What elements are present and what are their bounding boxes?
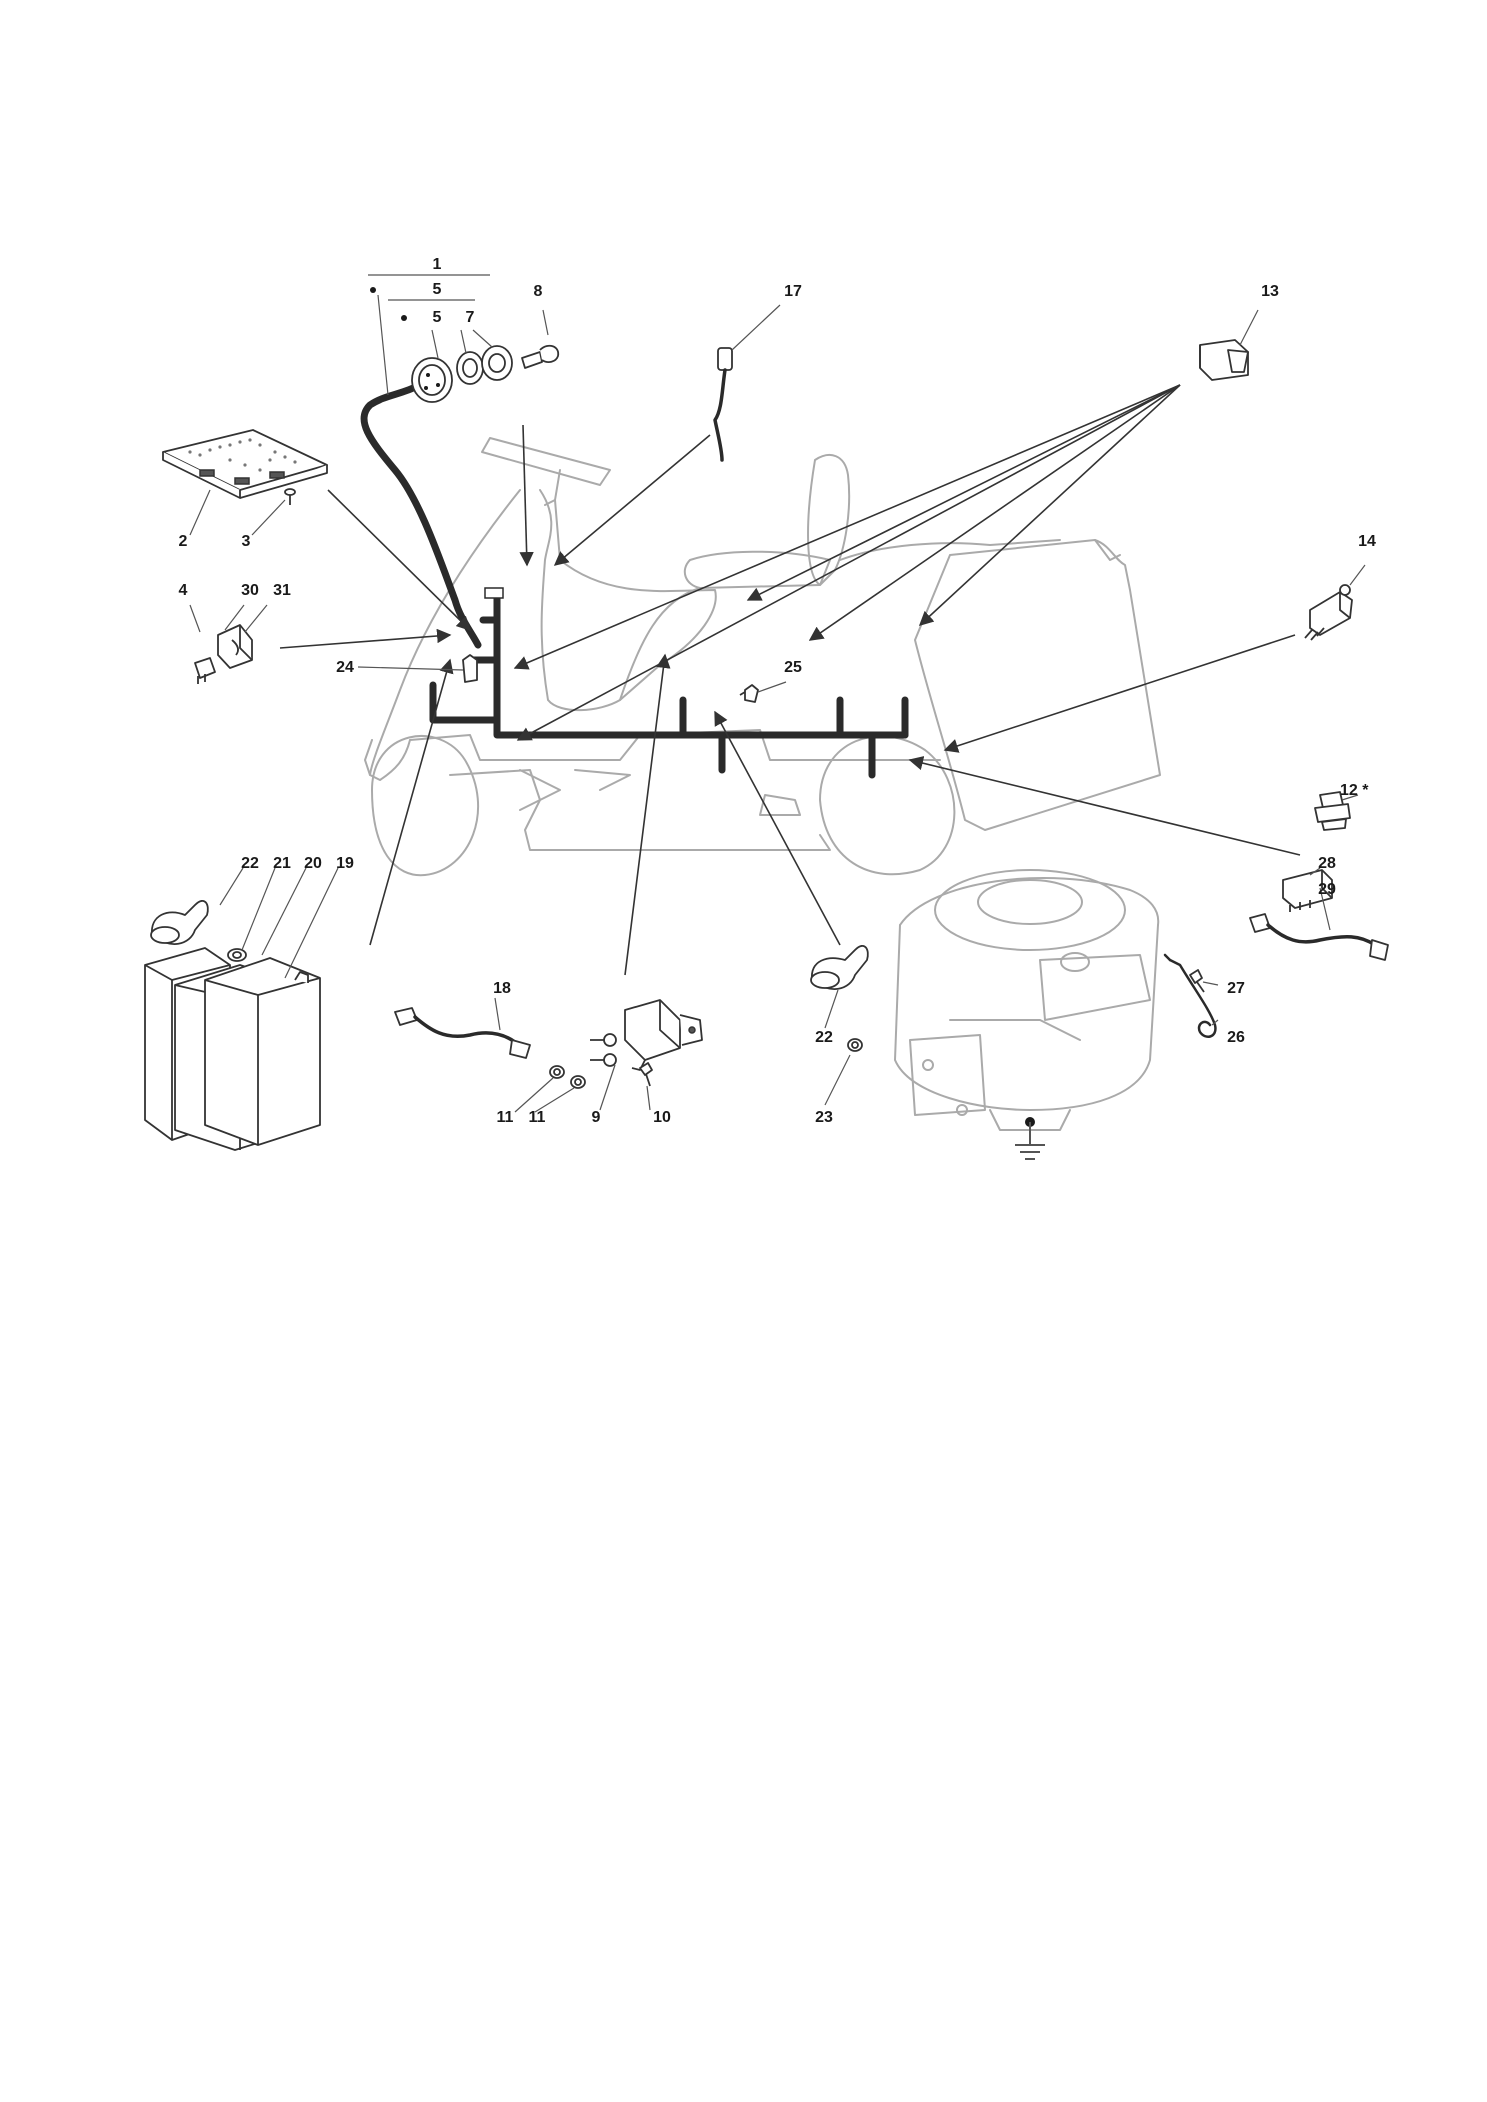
callout-31: 31	[273, 582, 291, 599]
ignition-switch-icon	[411, 357, 453, 403]
callout-19: 19	[336, 855, 354, 872]
callout-23: 23	[815, 1109, 833, 1126]
spring-screw-icon	[1189, 969, 1205, 993]
callout-1: 1	[433, 256, 442, 273]
hex-nut-icon	[549, 1065, 586, 1089]
relay-icon	[194, 624, 253, 684]
terminal-nut-icon	[847, 1038, 863, 1052]
callout-12: 12 *	[1340, 782, 1369, 799]
callout-11-second: 11	[529, 1109, 546, 1126]
rocker-switch-icon	[1199, 339, 1249, 381]
assembly-arrows	[279, 384, 1301, 976]
callout-29: 29	[1318, 881, 1336, 898]
callout-7: 7	[466, 309, 475, 326]
connector-lead-icon	[1249, 913, 1389, 961]
callout-9: 9	[592, 1109, 601, 1126]
callout-25: 25	[784, 659, 802, 676]
microswitch-icon	[1304, 584, 1353, 641]
tractor-outline	[364, 437, 1161, 877]
battery-lead-icon	[394, 1007, 531, 1059]
screw-icon	[284, 488, 296, 505]
callout-22-starter: 22	[815, 1029, 833, 1046]
callout-21: 21	[273, 855, 291, 872]
battery-icon	[144, 947, 321, 1151]
ground-symbol-icon	[1015, 1117, 1045, 1160]
callout-20: 20	[304, 855, 322, 872]
callout-8: 8	[534, 283, 543, 300]
callout-26: 26	[1227, 1029, 1245, 1046]
engine-outline	[894, 869, 1160, 1131]
leader-lines	[189, 274, 1366, 1113]
callout-30: 30	[241, 582, 259, 599]
callout-27: 27	[1227, 980, 1245, 997]
callout-17: 17	[784, 283, 802, 300]
callout-2: 2	[179, 533, 188, 550]
callout-24: 24	[336, 659, 354, 676]
ignition-bezel-icon	[481, 345, 513, 381]
callout-4: 4	[179, 582, 188, 599]
callout-14: 14	[1358, 533, 1376, 550]
callout-labels: 1 5 5 7 8 17 13 2 3 14 4 30 31 24 25 12 …	[179, 256, 1376, 1126]
callout-5-group: 5	[433, 281, 442, 298]
circuit-board-icon	[162, 429, 328, 499]
callout-28: 28	[1318, 855, 1336, 872]
callout-5: 5	[433, 309, 442, 326]
starter-solenoid-icon	[590, 999, 703, 1071]
terminal-cover-2-icon	[810, 945, 869, 990]
callout-18: 18	[493, 980, 511, 997]
sensor-lead-icon	[713, 347, 733, 462]
spring-clip-icon	[1163, 953, 1217, 1038]
ignition-nut-icon	[456, 351, 484, 385]
terminal-cover-icon	[150, 900, 209, 945]
battery-nut-icon	[227, 948, 247, 962]
relay-block-icon	[1282, 869, 1333, 912]
callout-11-first: 11	[497, 1109, 514, 1126]
callout-13: 13	[1261, 283, 1279, 300]
ignition-key-icon	[521, 344, 560, 369]
harness-clip-icon	[462, 654, 478, 683]
callout-10: 10	[653, 1109, 671, 1126]
bolt-icon	[639, 1062, 653, 1087]
pressure-switch-icon	[1314, 791, 1351, 831]
callout-3: 3	[242, 533, 251, 550]
callout-22-battery: 22	[241, 855, 259, 872]
cable-clip-icon	[739, 684, 759, 703]
